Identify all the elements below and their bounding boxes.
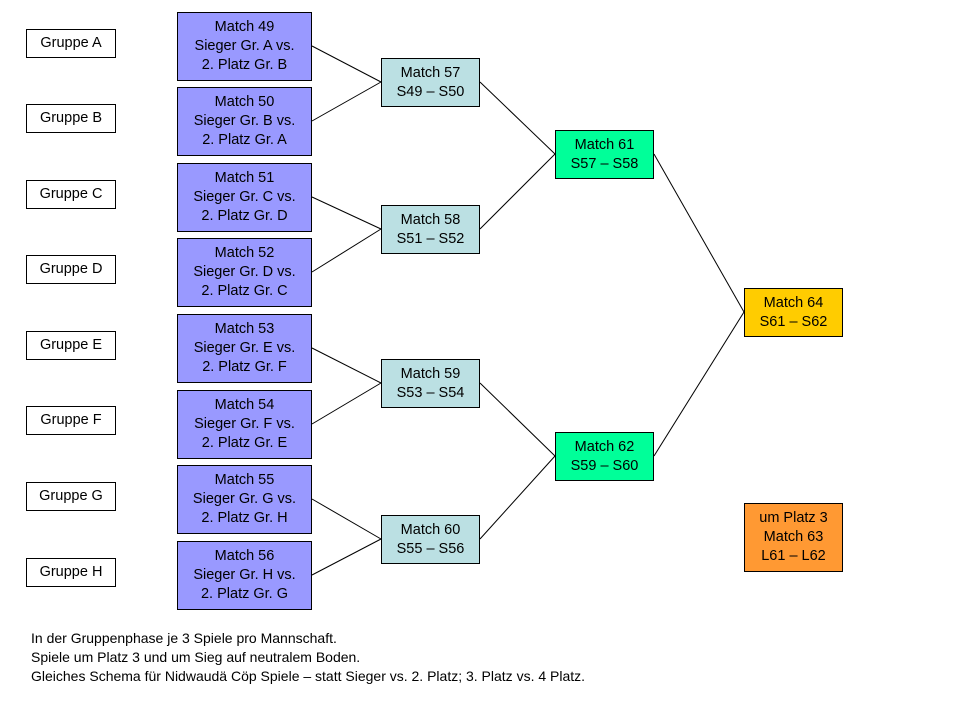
match-53-box: Match 53 Sieger Gr. E vs. 2. Platz Gr. F — [177, 314, 312, 383]
match-51-box: Match 51 Sieger Gr. C vs. 2. Platz Gr. D — [177, 163, 312, 232]
match-line1: Sieger Gr. F vs. — [194, 416, 295, 432]
match-title: Match 50 — [214, 94, 275, 110]
match-line2: 2. Platz Gr. D — [201, 208, 288, 224]
connector-m61-m64 — [653, 153, 745, 313]
connector-m51-m58 — [311, 196, 382, 230]
connector-m60-m62 — [479, 455, 556, 540]
match-title: Match 52 — [214, 245, 275, 261]
match-title: Match 64 — [763, 294, 824, 311]
match-pairing: S51 – S52 — [396, 230, 465, 247]
match-pairing: S55 – S56 — [396, 540, 465, 557]
group-label: Gruppe C — [39, 186, 103, 202]
match-title: Match 62 — [574, 438, 635, 455]
match-line1: Sieger Gr. D vs. — [193, 264, 296, 280]
note-line: Spiele um Platz 3 und um Sieg auf neutra… — [31, 649, 361, 665]
match-pairing: L61 – L62 — [761, 548, 826, 564]
group-b-box: Gruppe B — [26, 104, 116, 133]
match-title: Match 60 — [400, 521, 461, 538]
group-g-box: Gruppe G — [26, 482, 116, 511]
match-title: Match 61 — [574, 136, 635, 153]
group-label: Gruppe G — [39, 488, 103, 504]
match-63-third-place-box: um Platz 3 Match 63 L61 – L62 — [744, 503, 843, 572]
group-label: Gruppe E — [39, 337, 103, 353]
group-label: Gruppe H — [39, 564, 103, 580]
group-label: Gruppe A — [40, 35, 102, 51]
match-line1: Sieger Gr. E vs. — [193, 340, 296, 356]
connector-m59-m62 — [479, 382, 556, 457]
match-title: Match 57 — [400, 64, 461, 81]
group-a-box: Gruppe A — [26, 29, 116, 58]
match-61-box: Match 61 S57 – S58 — [555, 130, 654, 179]
match-title: Match 58 — [400, 211, 461, 228]
match-title: Match 56 — [214, 548, 275, 564]
match-line2: 2. Platz Gr. A — [202, 132, 287, 148]
third-place-label: um Platz 3 — [759, 510, 828, 526]
group-d-box: Gruppe D — [26, 255, 116, 284]
match-line2: 2. Platz Gr. H — [201, 510, 288, 526]
note-line: In der Gruppenphase je 3 Spiele pro Mann… — [31, 630, 337, 646]
match-title: Match 53 — [214, 321, 275, 337]
match-line2: 2. Platz Gr. C — [201, 283, 288, 299]
match-60-box: Match 60 S55 – S56 — [381, 515, 480, 564]
match-55-box: Match 55 Sieger Gr. G vs. 2. Platz Gr. H — [177, 465, 312, 534]
match-62-box: Match 62 S59 – S60 — [555, 432, 654, 481]
match-line2: 2. Platz Gr. F — [202, 359, 287, 375]
match-52-box: Match 52 Sieger Gr. D vs. 2. Platz Gr. C — [177, 238, 312, 307]
connector-m54-m59 — [311, 382, 382, 425]
group-e-box: Gruppe E — [26, 331, 116, 360]
match-title: Match 63 — [763, 529, 824, 545]
match-54-box: Match 54 Sieger Gr. F vs. 2. Platz Gr. E — [177, 390, 312, 459]
match-line1: Sieger Gr. C vs. — [193, 189, 296, 205]
match-pairing: S57 – S58 — [570, 155, 639, 172]
note-line: Gleiches Schema für Nidwaudä Cöp Spiele … — [31, 668, 586, 684]
group-c-box: Gruppe C — [26, 180, 116, 209]
connector-m52-m58 — [311, 228, 382, 273]
match-50-box: Match 50 Sieger Gr. B vs. 2. Platz Gr. A — [177, 87, 312, 156]
match-line1: Sieger Gr. B vs. — [193, 113, 296, 129]
connector-m50-m57 — [311, 81, 382, 122]
match-line2: 2. Platz Gr. E — [201, 435, 288, 451]
match-pairing: S53 – S54 — [396, 384, 465, 401]
connector-m55-m60 — [311, 498, 382, 540]
group-h-box: Gruppe H — [26, 558, 116, 587]
match-line2: 2. Platz Gr. G — [200, 586, 289, 602]
group-label: Gruppe B — [39, 110, 103, 126]
match-title: Match 54 — [214, 397, 275, 413]
connector-m58-m61 — [479, 153, 556, 230]
match-pairing: S61 – S62 — [759, 313, 828, 330]
match-title: Match 49 — [214, 19, 275, 35]
match-58-box: Match 58 S51 – S52 — [381, 205, 480, 254]
match-line2: 2. Platz Gr. B — [201, 57, 288, 73]
group-f-box: Gruppe F — [26, 406, 116, 435]
match-title: Match 51 — [214, 170, 275, 186]
connector-m56-m60 — [311, 538, 382, 576]
match-59-box: Match 59 S53 – S54 — [381, 359, 480, 408]
group-label: Gruppe D — [39, 261, 103, 277]
connector-m62-m64 — [653, 311, 745, 457]
match-line1: Sieger Gr. G vs. — [192, 491, 297, 507]
match-64-final-box: Match 64 S61 – S62 — [744, 288, 843, 337]
match-pairing: S59 – S60 — [570, 457, 639, 474]
connector-m57-m61 — [479, 81, 556, 155]
match-49-box: Match 49 Sieger Gr. A vs. 2. Platz Gr. B — [177, 12, 312, 81]
match-56-box: Match 56 Sieger Gr. H vs. 2. Platz Gr. G — [177, 541, 312, 610]
match-line1: Sieger Gr. H vs. — [193, 567, 296, 583]
match-title: Match 59 — [400, 365, 461, 382]
connector-m49-m57 — [311, 45, 382, 83]
match-title: Match 55 — [214, 472, 275, 488]
group-label: Gruppe F — [40, 412, 102, 428]
connector-m53-m59 — [311, 347, 382, 384]
match-57-box: Match 57 S49 – S50 — [381, 58, 480, 107]
notes: In der Gruppenphase je 3 Spiele pro Mann… — [31, 629, 585, 686]
match-pairing: S49 – S50 — [396, 83, 465, 100]
match-line1: Sieger Gr. A vs. — [194, 38, 295, 54]
